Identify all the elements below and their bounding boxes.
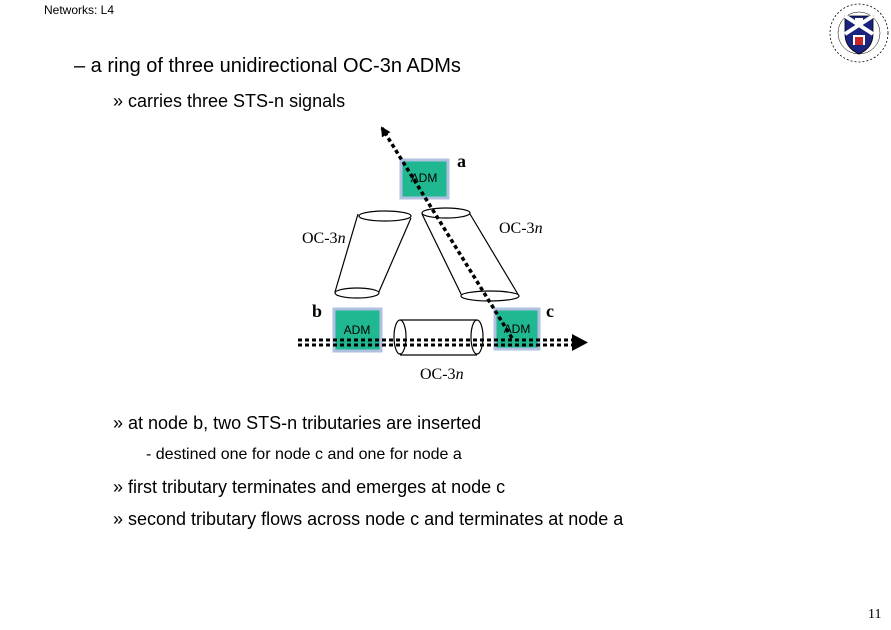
link-left-suffix: n bbox=[338, 230, 346, 247]
bullet-second-tributary: » second tributary flows across node c a… bbox=[113, 509, 624, 529]
bullet-first-tributary: » first tributary terminates and emerges… bbox=[113, 477, 506, 497]
link-bottom-prefix: OC-3 bbox=[420, 366, 456, 383]
slide-header: Networks: L4 bbox=[44, 3, 115, 17]
node-label-c: c bbox=[546, 301, 554, 321]
adm-box-a bbox=[399, 158, 450, 200]
tributary-diagonal-line bbox=[380, 126, 514, 339]
link-label-right: OC-3n bbox=[499, 220, 543, 237]
adm-label-b: ADM bbox=[344, 323, 371, 337]
link-right-suffix: n bbox=[535, 220, 543, 237]
adm-box-c bbox=[493, 307, 541, 351]
link-bottom-cylinder bbox=[393, 319, 484, 356]
page-number: 11 bbox=[868, 607, 882, 622]
node-label-a: a bbox=[457, 151, 466, 171]
bullet-at-node-b: » at node b, two STS-n tributaries are i… bbox=[113, 413, 482, 433]
university-crest-icon bbox=[829, 3, 889, 63]
adm-label-a: ADM bbox=[411, 171, 438, 185]
bullet-destined: - destined one for node c and one for no… bbox=[146, 446, 462, 463]
bullet-sub: » carries three STS-n signals bbox=[113, 91, 346, 111]
link-left-prefix: OC-3 bbox=[302, 230, 338, 247]
link-left-cylinder bbox=[334, 210, 412, 299]
link-bottom-suffix: n bbox=[456, 366, 464, 383]
link-label-bottom: OC-3n bbox=[420, 366, 464, 383]
link-right-prefix: OC-3 bbox=[499, 220, 535, 237]
node-label-b: b bbox=[312, 301, 322, 321]
link-label-left: OC-3n bbox=[302, 230, 346, 247]
adm-label-c: ADM bbox=[504, 322, 531, 336]
tributary-horizontal-line bbox=[298, 334, 588, 351]
bullet-main: – a ring of three unidirectional OC-3n A… bbox=[74, 55, 461, 77]
